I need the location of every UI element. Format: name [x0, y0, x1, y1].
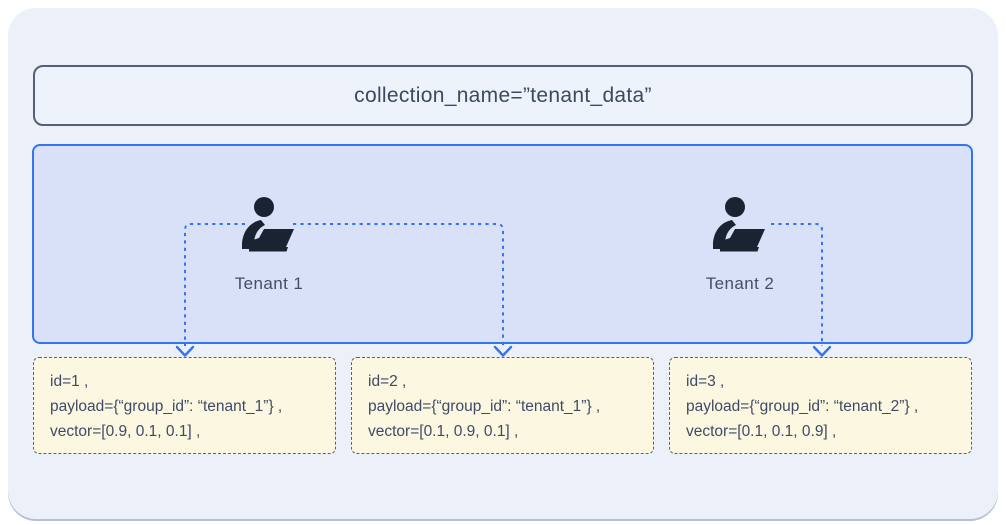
- tenant-label: Tenant 2: [705, 274, 775, 293]
- record-payload-line: payload={“group_id”: “tenant_2”} ,: [686, 398, 919, 415]
- record-payload-line: payload={“group_id”: “tenant_1”} ,: [368, 398, 601, 415]
- record-id-line: id=2 ,: [368, 373, 407, 390]
- collection-name-label: collection_name=”tenant_data”: [354, 83, 652, 107]
- record-payload-line: payload={“group_id”: “tenant_1”} ,: [50, 398, 283, 415]
- record-box-2: id=2 , payload={“group_id”: “tenant_1”} …: [351, 357, 654, 454]
- record-vector-line: vector=[0.1, 0.9, 0.1] ,: [368, 423, 519, 440]
- person-at-laptop-icon: [713, 197, 765, 252]
- record-vector-line: vector=[0.1, 0.1, 0.9] ,: [686, 423, 837, 440]
- tenant-1-group: Tenant 1: [199, 197, 339, 294]
- tenant-label: Tenant 1: [234, 274, 304, 293]
- record-id-line: id=1 ,: [50, 373, 89, 390]
- tenant-panel: [32, 144, 973, 344]
- record-box-1: id=1 , payload={“group_id”: “tenant_1”} …: [33, 357, 336, 454]
- record-box-3: id=3 , payload={“group_id”: “tenant_2”} …: [669, 357, 972, 454]
- record-id-line: id=3 ,: [686, 373, 725, 390]
- record-vector-line: vector=[0.9, 0.1, 0.1] ,: [50, 423, 201, 440]
- person-at-laptop-icon: [242, 197, 294, 252]
- collection-name-box: collection_name=”tenant_data”: [33, 65, 973, 126]
- tenant-2-group: Tenant 2: [670, 197, 810, 294]
